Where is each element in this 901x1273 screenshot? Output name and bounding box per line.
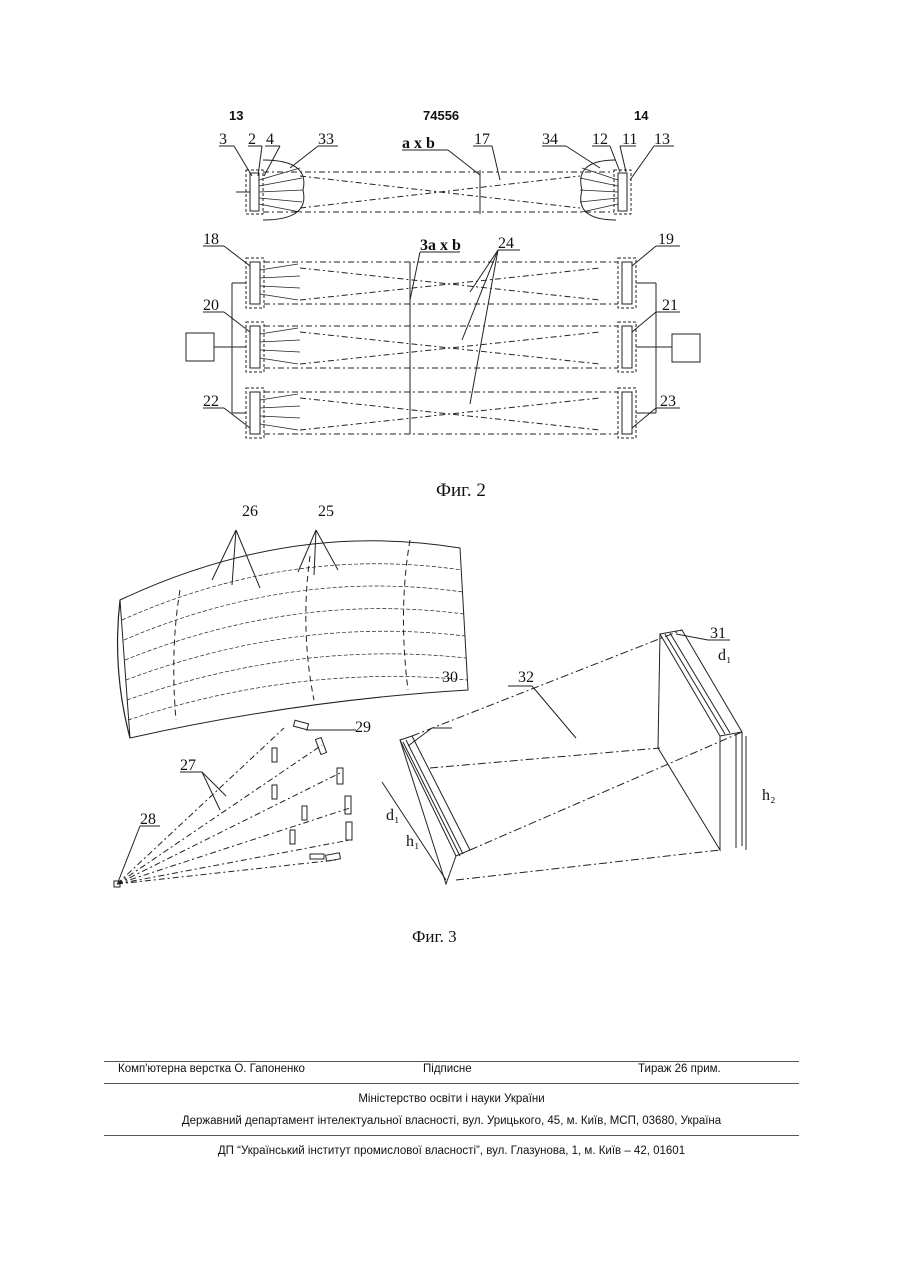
print-run: Тираж 26 прим. xyxy=(638,1063,721,1075)
fig2-label-33: 33 xyxy=(318,131,334,148)
fig3-label-32: 32 xyxy=(518,669,534,686)
receiver-plate-right xyxy=(618,173,627,211)
fig2-label-18: 18 xyxy=(203,231,219,248)
institute-address: ДП “Український інститут промислової вла… xyxy=(104,1145,799,1157)
fig2-label-21: 21 xyxy=(662,297,678,314)
footer-row-1: Комп'ютерна верстка О. Гапоненко Підписн… xyxy=(104,1063,799,1079)
fig3-label-26: 26 xyxy=(242,503,258,520)
fig3-label-31: 31 xyxy=(710,625,726,642)
fig2-label-23: 23 xyxy=(660,393,676,410)
fig2-label-3: 3 xyxy=(219,131,227,148)
panel-arc xyxy=(272,720,352,861)
fig3-label-h2: h₂ xyxy=(762,787,776,804)
fig2-label-19: 19 xyxy=(658,231,674,248)
fig2-label-22: 22 xyxy=(203,393,219,410)
fig3-label-h1: h₁ xyxy=(406,833,420,850)
fig2-label-axb: a x b xyxy=(402,135,435,152)
fig2-label-2: 2 xyxy=(248,131,256,148)
figure-2-drawing: 3 2 4 33 a x b 17 34 12 11 13 18 3a x b … xyxy=(0,0,901,480)
fig2-label-17: 17 xyxy=(474,131,490,148)
fig3-label-25: 25 xyxy=(318,503,334,520)
fig3-label-28: 28 xyxy=(140,811,156,828)
ministry-name: Міністерство освіти і науки України xyxy=(104,1093,799,1105)
layout-credit: Комп'ютерна верстка О. Гапоненко xyxy=(118,1063,305,1075)
fig2-label-20: 20 xyxy=(203,297,219,314)
fig2-label-34: 34 xyxy=(542,131,558,148)
fig2-label-24: 24 xyxy=(498,235,514,252)
fig2-label-11: 11 xyxy=(622,131,637,148)
control-box-left xyxy=(186,333,214,361)
footer-rule-bottom xyxy=(104,1135,799,1136)
fig3-label-27: 27 xyxy=(180,757,196,774)
fig2-label-4: 4 xyxy=(266,131,274,148)
control-box-right xyxy=(672,334,700,362)
fig3-label-d1-small: d₁ xyxy=(386,807,400,824)
fig3-label-30: 30 xyxy=(442,669,458,686)
signed-text: Підписне xyxy=(423,1063,472,1075)
footer-rule-mid xyxy=(104,1083,799,1084)
fig3-label-d1-large: d₁ xyxy=(718,647,732,664)
figure-3-drawing: 26 25 29 27 28 30 32 31 d₁ h₂ d₁ h₁ xyxy=(0,500,901,920)
footer-rule-top xyxy=(104,1061,799,1062)
fig3-label-29: 29 xyxy=(355,719,371,736)
emitter-plate-left xyxy=(250,173,259,211)
fig2-label-3axb: 3a x b xyxy=(420,237,461,254)
figure-3-caption: Фиг. 3 xyxy=(412,927,457,947)
panel-cylinder-outline xyxy=(120,541,468,738)
fig2-label-12: 12 xyxy=(592,131,608,148)
department-address: Державний департамент інтелектуальної вл… xyxy=(104,1115,799,1127)
fig2-label-13: 13 xyxy=(654,131,670,148)
figure-2-caption: Фиг. 2 xyxy=(436,480,486,502)
